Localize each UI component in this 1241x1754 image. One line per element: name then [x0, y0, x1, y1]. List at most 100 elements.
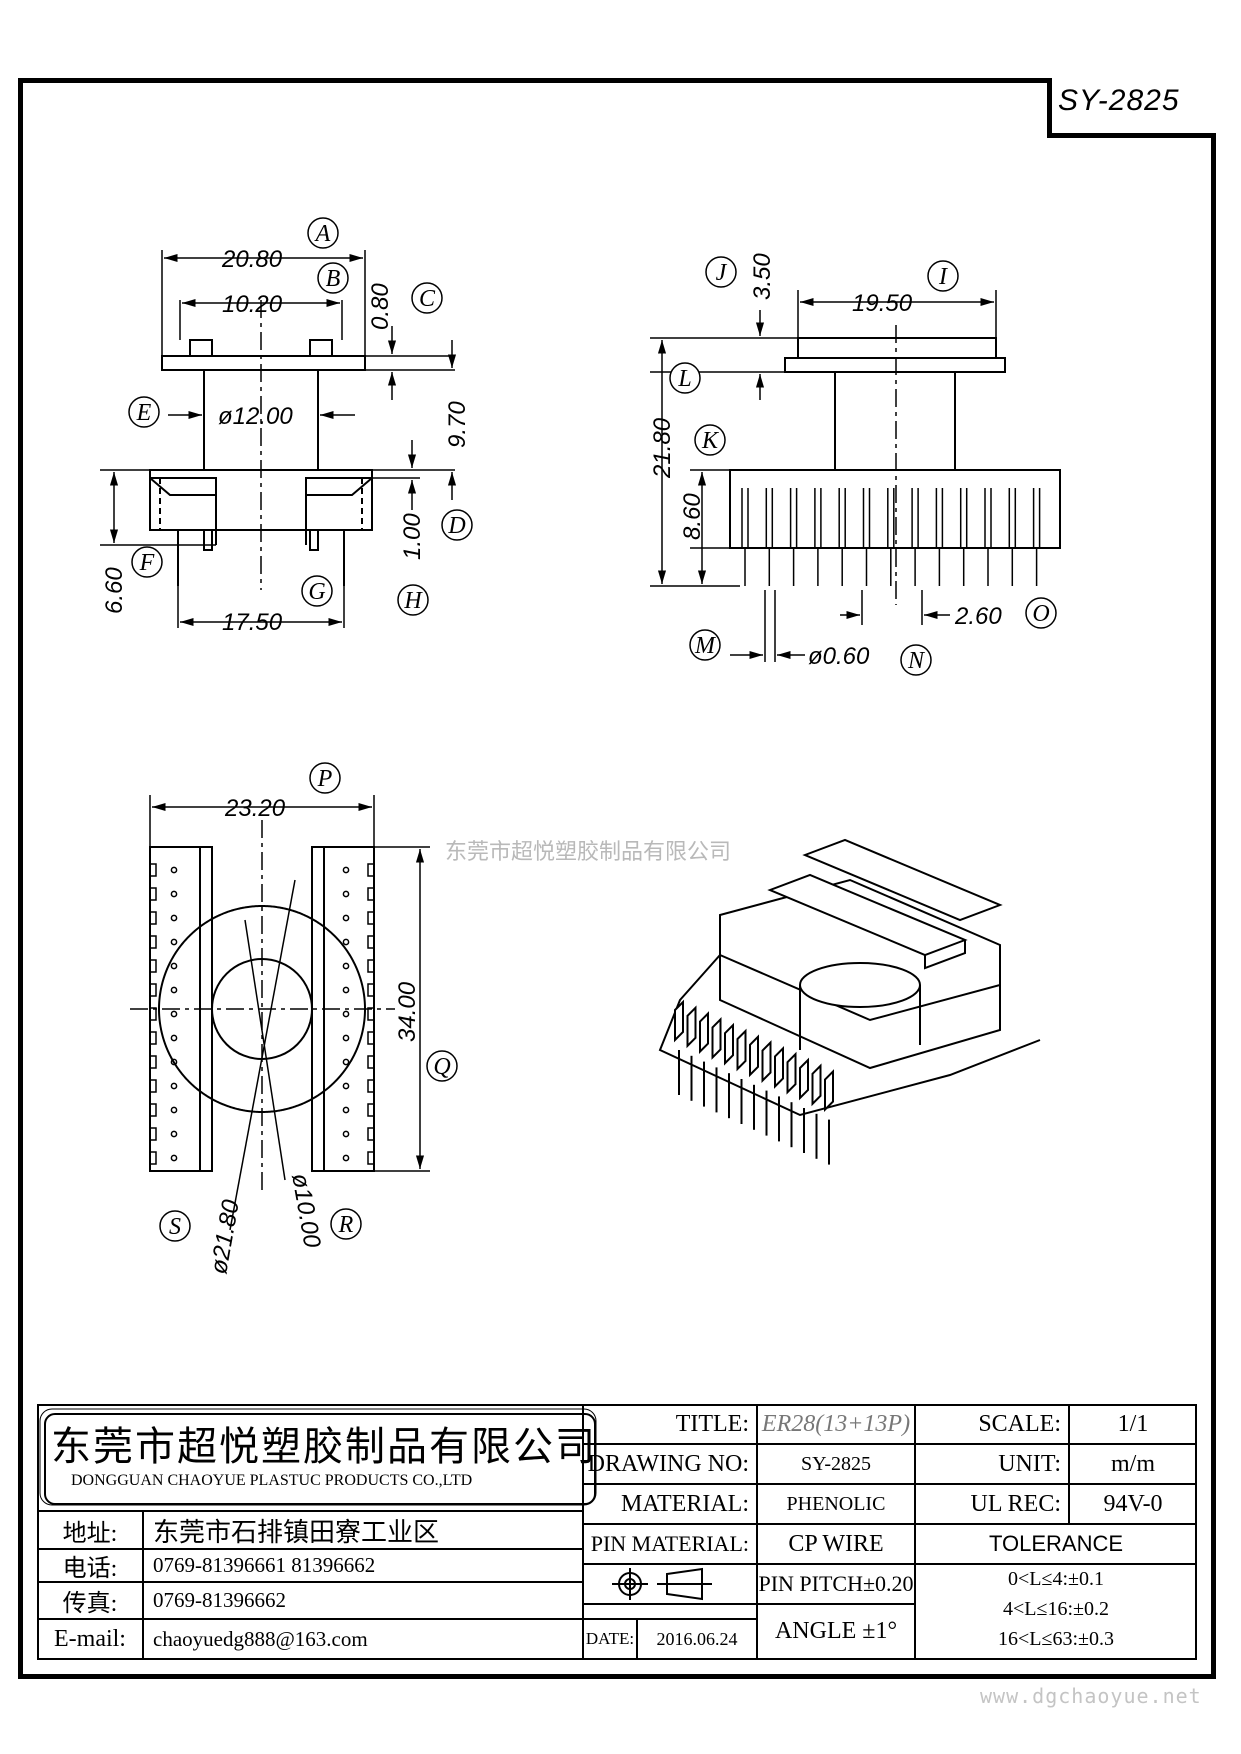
svg-text:M: M — [694, 633, 717, 659]
title-block-grid — [37, 1404, 1197, 1660]
callout-d: D — [441, 509, 473, 541]
scale-label: SCALE: — [978, 1410, 1061, 1437]
notch — [150, 1127, 157, 1141]
pin-hole — [170, 1082, 178, 1090]
address-value: 东莞市石排镇田寮工业区 — [153, 1517, 440, 1547]
pin-pitch: PIN PITCH±0.20 — [758, 1571, 914, 1596]
company-name-cn: 东莞市超悦塑胶制品有限公司 — [51, 1424, 597, 1469]
bottom-view-dimensions — [149, 795, 430, 1172]
isometric-view — [658, 838, 1041, 1117]
pin-hole — [170, 986, 178, 994]
side-view-dimensions — [650, 290, 997, 662]
svg-text:K: K — [701, 428, 720, 454]
svg-text:D: D — [447, 513, 465, 539]
pin-hole — [170, 938, 178, 946]
phone-value: 0769-81396661 81396662 — [153, 1553, 376, 1577]
bottom-view-pin-holes — [150, 863, 374, 1165]
iso-fin — [674, 999, 684, 1043]
notch — [367, 1055, 374, 1069]
angle-tolerance: ANGLE ±1° — [774, 1618, 898, 1644]
notch — [367, 959, 374, 973]
pin-hole — [170, 1106, 178, 1114]
notch — [150, 1007, 157, 1021]
scale-value: 1/1 — [1117, 1410, 1149, 1437]
pin-hole — [342, 1106, 350, 1114]
pin-hole — [342, 1010, 350, 1018]
dim-r-value: ø10.00 — [286, 1171, 326, 1250]
callout-n: N — [900, 644, 932, 676]
pin-hole — [342, 866, 350, 874]
callout-j: J — [705, 256, 737, 288]
svg-text:B: B — [326, 266, 341, 292]
bottom-view — [130, 820, 395, 1231]
notch — [150, 1103, 157, 1117]
front-view — [149, 300, 373, 590]
pin-hole — [342, 1082, 350, 1090]
callout-b: B — [317, 262, 349, 294]
callout-e: E — [128, 396, 160, 428]
dim-c-value: 0.80 — [367, 283, 394, 330]
notch — [150, 1151, 157, 1165]
pin-hole — [170, 962, 178, 970]
material-label: MATERIAL: — [621, 1490, 749, 1517]
ul-rec-label: UL REC: — [970, 1490, 1061, 1517]
dim-s-value: ø21.80 — [205, 1197, 245, 1276]
callout-i: I — [927, 260, 959, 292]
notch — [367, 1007, 374, 1021]
website-text: www.dgchaoyue.net — [980, 1684, 1202, 1708]
side-view-fins-and-pins — [741, 488, 1041, 586]
tolerance-line-3: 16<L≤63:±0.3 — [997, 1627, 1114, 1650]
iso-fin — [711, 1016, 722, 1060]
unit-label: UNIT: — [998, 1450, 1061, 1477]
callout-g: G — [301, 575, 333, 607]
callout-l: L — [669, 362, 701, 394]
front-view-dimensions — [100, 250, 457, 628]
pin-hole — [342, 1034, 350, 1042]
date-value: 2016.06.24 — [656, 1628, 738, 1649]
dim-d-value: 1.00 — [399, 513, 426, 560]
pin-hole — [342, 890, 350, 898]
pin-hole — [342, 938, 350, 946]
notch — [150, 1031, 157, 1045]
svg-text:N: N — [907, 648, 926, 674]
iso-fin — [761, 1040, 772, 1084]
notch — [367, 935, 374, 949]
svg-text:A: A — [314, 221, 331, 247]
notch — [150, 911, 157, 925]
callout-c: C — [411, 282, 443, 314]
iso-fin — [799, 1057, 809, 1101]
notch — [150, 887, 157, 901]
notch — [150, 959, 157, 973]
dim-i-value: 19.50 — [852, 290, 913, 317]
dim-q-value: 34.00 — [394, 981, 421, 1042]
dim-n-value: ø0.60 — [808, 643, 870, 670]
svg-text:H: H — [403, 588, 423, 614]
iso-fin — [824, 1069, 834, 1113]
callout-o: O — [1025, 597, 1057, 629]
svg-text:Q: Q — [433, 1054, 450, 1080]
pin-hole — [342, 1058, 350, 1066]
pin-hole — [170, 1130, 178, 1138]
drawing-code-box — [1047, 78, 1216, 138]
svg-text:G: G — [308, 579, 325, 605]
notch — [367, 911, 374, 925]
drawing-no-value: SY-2825 — [800, 1452, 871, 1475]
dim-f-value: 6.60 — [101, 567, 128, 614]
pin-hole — [170, 1010, 178, 1018]
iso-fin — [786, 1051, 797, 1095]
svg-text:S: S — [169, 1214, 181, 1240]
iso-fin — [699, 1011, 709, 1055]
drawing-frame — [18, 78, 1216, 1679]
dim-g-value: 17.50 — [222, 609, 283, 636]
tolerance-label: TOLERANCE — [988, 1531, 1124, 1556]
material-value: PHENOLIC — [786, 1492, 886, 1515]
phone-label: 电话: — [62, 1556, 118, 1582]
notch — [150, 1079, 157, 1093]
notch — [150, 863, 157, 877]
watermark-text: 东莞市超悦塑胶制品有限公司 — [445, 840, 732, 865]
email-value: chaoyuedg888@163.com — [153, 1626, 368, 1651]
dim-o-value: 2.60 — [954, 603, 1002, 630]
iso-fin — [736, 1028, 747, 1072]
address-label: 地址: — [62, 1520, 118, 1547]
